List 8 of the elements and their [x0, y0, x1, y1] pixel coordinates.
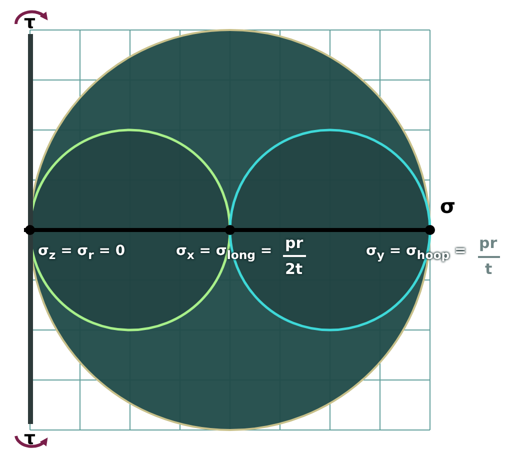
axis-label: τ: [24, 14, 36, 32]
fraction-numerator: pr: [479, 236, 498, 251]
axis-label: σ: [440, 196, 456, 216]
fraction-denominator: t: [485, 262, 492, 277]
stress-label: σ$_{z}$ = σ$_{r}$ = 0: [38, 244, 126, 262]
fraction-numerator: pr: [285, 236, 304, 251]
axis-label: τ: [24, 430, 36, 448]
fraction-denominator: 2t: [285, 262, 303, 277]
